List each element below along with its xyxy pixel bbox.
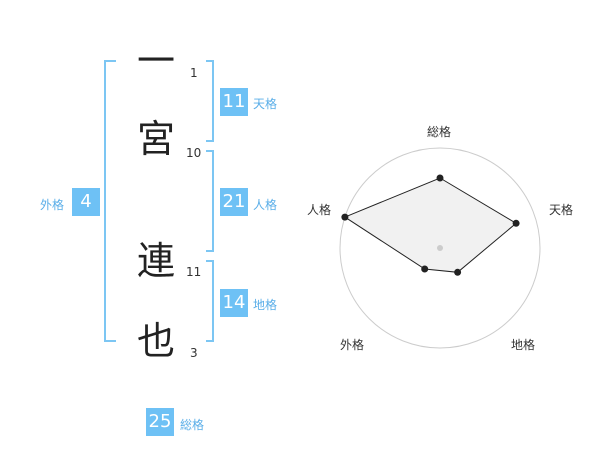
chikaku-bracket bbox=[206, 260, 214, 342]
radar-point-3 bbox=[421, 265, 429, 273]
radar-label-chikaku: 地格 bbox=[511, 338, 536, 352]
radar-point-0 bbox=[436, 174, 444, 182]
radar-points bbox=[341, 174, 520, 276]
radar-polygon bbox=[343, 177, 517, 273]
chikaku-badge: 14 bbox=[220, 289, 248, 317]
radar-label-jinkaku: 人格 bbox=[307, 203, 332, 217]
chikaku-label: 地格 bbox=[253, 298, 278, 312]
radar-label-gaikaku: 外格 bbox=[340, 338, 365, 352]
radar-point-2 bbox=[454, 268, 462, 276]
radar-point-1 bbox=[512, 219, 520, 227]
name-char-2: 宮 bbox=[136, 117, 175, 161]
tenkaku-badge: 11 bbox=[220, 88, 248, 116]
stroke-count-1: 1 bbox=[190, 66, 198, 80]
radar-center-dot bbox=[437, 245, 443, 251]
soukaku-label: 総格 bbox=[180, 418, 205, 432]
jinkaku-label: 人格 bbox=[253, 198, 278, 212]
gaikaku-label: 外格 bbox=[40, 198, 65, 212]
name-char-3: 連 bbox=[136, 239, 175, 283]
radar-label-tenkaku: 天格 bbox=[549, 203, 574, 217]
radar-point-4 bbox=[341, 213, 349, 221]
name-char-4: 也 bbox=[136, 319, 175, 363]
stroke-count-3: 11 bbox=[186, 265, 202, 279]
tenkaku-label: 天格 bbox=[253, 97, 278, 111]
stroke-count-4: 3 bbox=[190, 346, 198, 360]
radar-chart bbox=[339, 147, 541, 349]
gaikaku-badge: 4 bbox=[72, 188, 100, 216]
radar-label-soukaku: 総格 bbox=[427, 125, 452, 139]
gaikaku-bracket bbox=[104, 60, 116, 342]
name-char-1: 一 bbox=[136, 39, 175, 83]
soukaku-badge: 25 bbox=[146, 408, 174, 436]
jinkaku-badge: 21 bbox=[220, 188, 248, 216]
stroke-count-2: 10 bbox=[186, 146, 202, 160]
jinkaku-bracket bbox=[206, 150, 214, 252]
tenkaku-bracket bbox=[206, 60, 214, 142]
